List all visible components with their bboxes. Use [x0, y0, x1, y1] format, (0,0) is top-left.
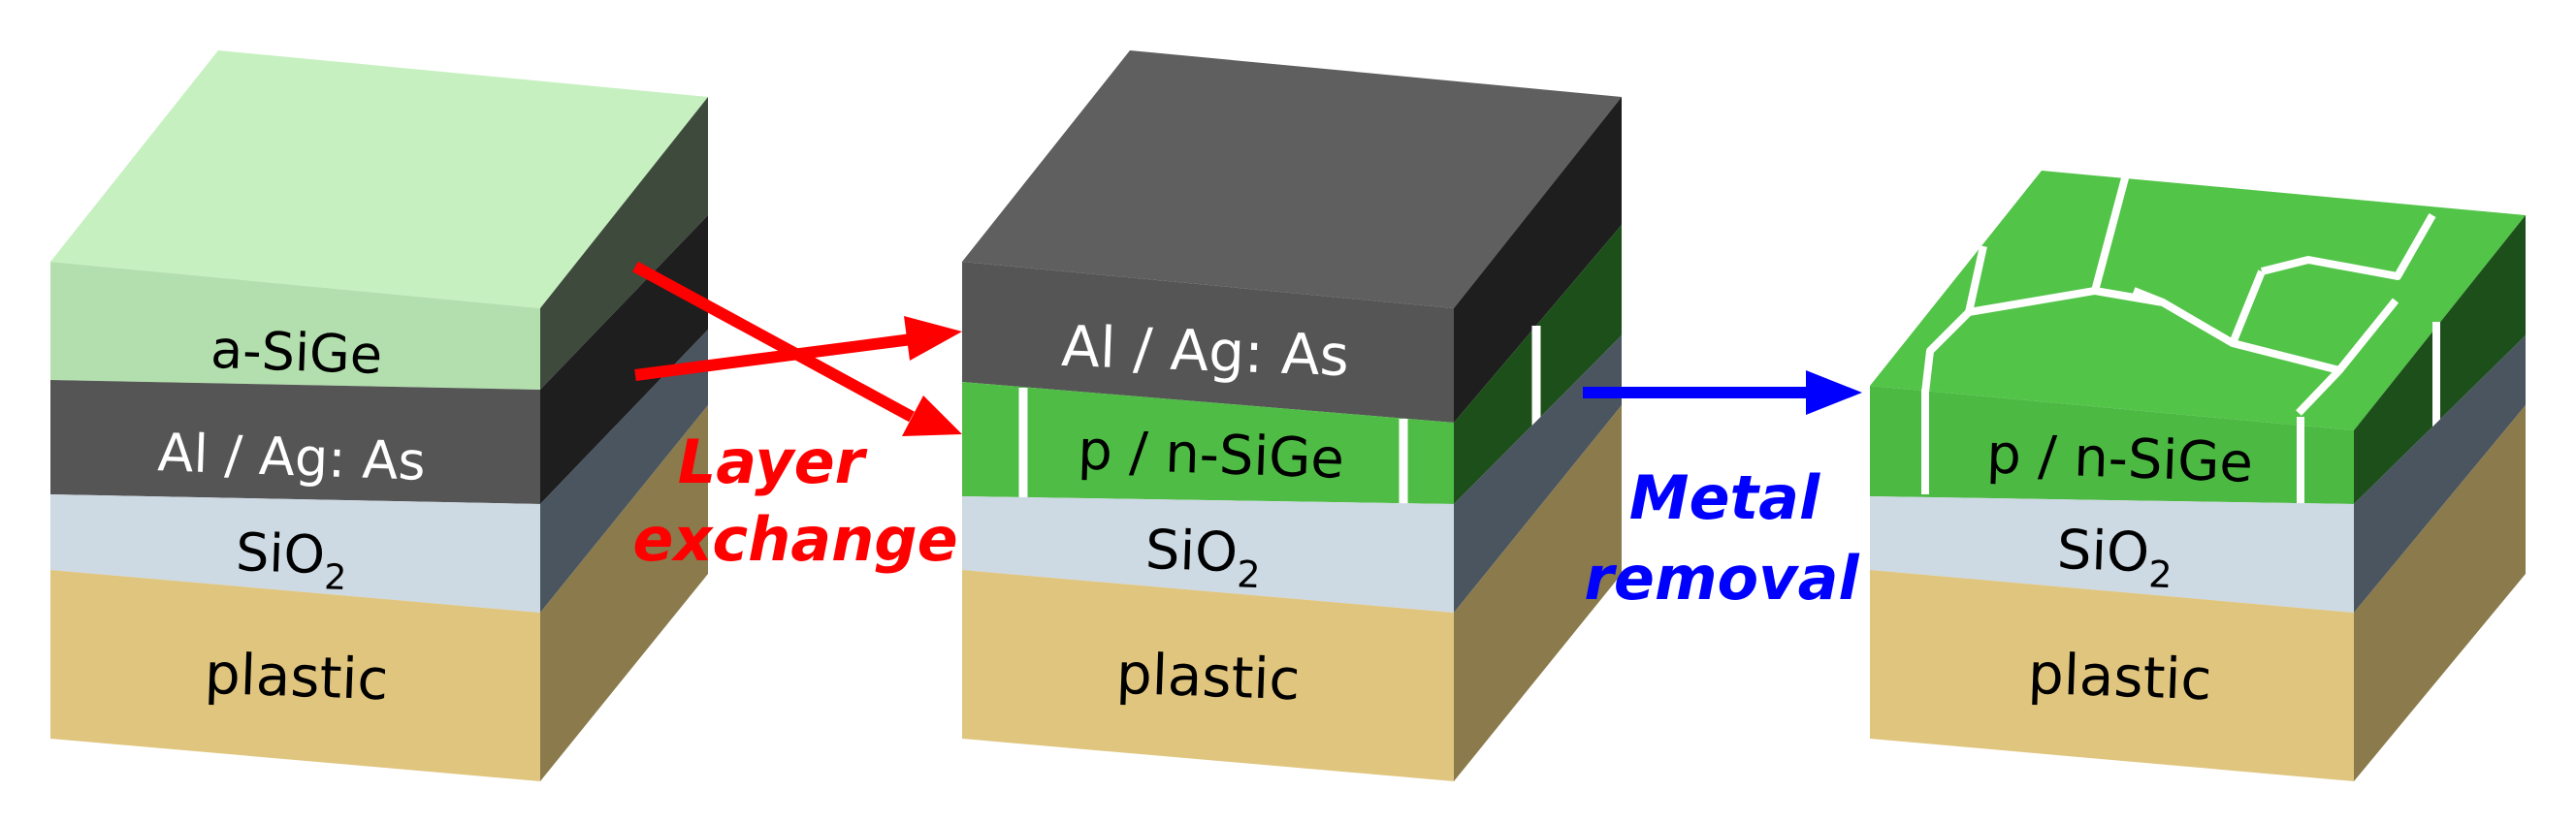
removal-arrow-head [1806, 370, 1862, 415]
stack-before: a-SiGe Al / Ag: As SiO2 plastic [50, 50, 708, 781]
exchange-arrow-up-head [904, 316, 962, 361]
step-label-exchange: exchange [632, 504, 957, 575]
stack-after-exchange-label-plastic: plastic [1115, 641, 1302, 713]
metal-removal-arrow [1583, 370, 1862, 415]
stack-after-removal-label-sige: p / n-SiGe [1985, 423, 2254, 495]
stack-after-removal-label-sio2: SiO2 [2055, 519, 2174, 596]
step-label-removal: removal [1584, 543, 1859, 614]
stack-after-exchange-layer-sige-front [962, 382, 1454, 504]
stack-after-removal-top-face [1870, 171, 2526, 430]
exchange-arrow-down-head [902, 395, 962, 436]
stack-after-removal: p / n-SiGe SiO2 plastic [1870, 171, 2526, 781]
exchange-arrow-down [632, 261, 915, 423]
stack-before-layer-metal-front [50, 380, 540, 504]
stack-after-exchange-label-metal: Al / Ag: As [1060, 313, 1350, 389]
stack-after-exchange-layer-plastic-front [962, 570, 1454, 781]
step-label-layer: Layer [678, 427, 868, 497]
stack-after-removal-layer-sio2-front [1870, 496, 2354, 613]
stack-before-label-sio2: SiO2 [235, 522, 348, 598]
stack-after-exchange-layer-sio2-front [962, 496, 1454, 613]
stack-before-layer-asige-side [540, 97, 708, 390]
stack-after-exchange-layer-plastic-side [1454, 405, 1622, 781]
stack-after-removal-layer-plastic-front [1870, 570, 2354, 781]
stack-before-layer-plastic-side [540, 405, 708, 781]
stack-before-label-metal: Al / Ag: As [157, 422, 427, 492]
stack-after-exchange-layer-metal-side [1454, 97, 1622, 423]
stack-after-removal-layer-sige-front [1870, 386, 2354, 504]
stack-before-layer-asige-front [50, 262, 540, 390]
stack-after-removal-layer-sio2-side [2354, 335, 2526, 613]
stack-before-layer-plastic-front [50, 570, 540, 781]
stack-after-exchange: Al / Ag: As p / n-SiGe SiO2 plastic [962, 50, 1622, 781]
stack-after-removal-grain-boundaries [1921, 173, 2436, 416]
stack-after-exchange-label-sige: p / n-SiGe [1077, 419, 1345, 491]
layer-exchange-arrows [632, 261, 962, 436]
stack-before-layer-sio2-side [540, 330, 708, 613]
exchange-arrow-up [634, 333, 913, 381]
stack-after-exchange-layer-sio2-side [1454, 335, 1622, 613]
stack-before-layer-sio2-front [50, 494, 540, 613]
stack-before-top-face [50, 50, 708, 308]
stack-after-exchange-label-sio2: SiO2 [1143, 519, 1262, 596]
stack-before-label-asige: a-SiGe [209, 319, 383, 386]
stack-before-label-plastic: plastic [204, 641, 390, 713]
stack-after-exchange-top-face [962, 50, 1622, 308]
step-label-metal: Metal [1629, 462, 1820, 533]
stack-after-exchange-layer-metal-front [962, 262, 1454, 423]
stack-after-removal-layer-plastic-side [2354, 405, 2526, 781]
stack-after-removal-label-plastic: plastic [2027, 641, 2213, 713]
